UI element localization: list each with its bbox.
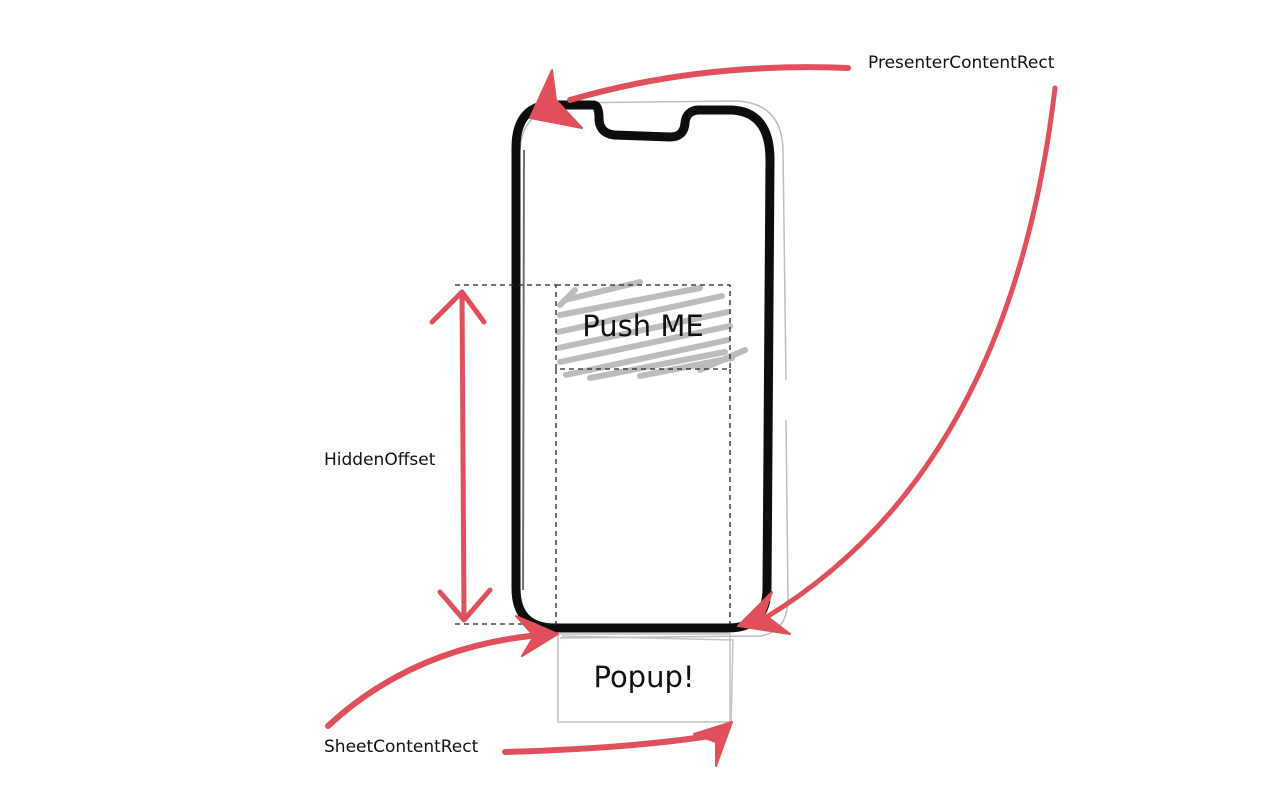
push-me-scribble xyxy=(555,279,748,381)
sheet-bottom-arrow xyxy=(502,721,733,767)
push-me-dashed-box xyxy=(555,284,731,370)
push-me-button[interactable]: Push ME xyxy=(582,309,704,343)
popup-label: Popup! xyxy=(593,660,695,694)
hidden-offset-arrow xyxy=(429,289,493,623)
presenter-content-rect-label: PresenterContentRect xyxy=(868,53,1055,73)
popup-box xyxy=(557,633,734,725)
presenter-top-arrow xyxy=(529,64,851,129)
phone-body xyxy=(511,100,775,633)
sheet-top-arrow xyxy=(325,615,559,729)
presenter-bottom-arrow xyxy=(737,85,1058,635)
dashed-guides xyxy=(455,284,731,625)
hidden-offset-label: HiddenOffset xyxy=(324,450,436,470)
sheet-content-rect-label: SheetContentRect xyxy=(324,737,479,757)
phone-frame xyxy=(511,100,775,633)
